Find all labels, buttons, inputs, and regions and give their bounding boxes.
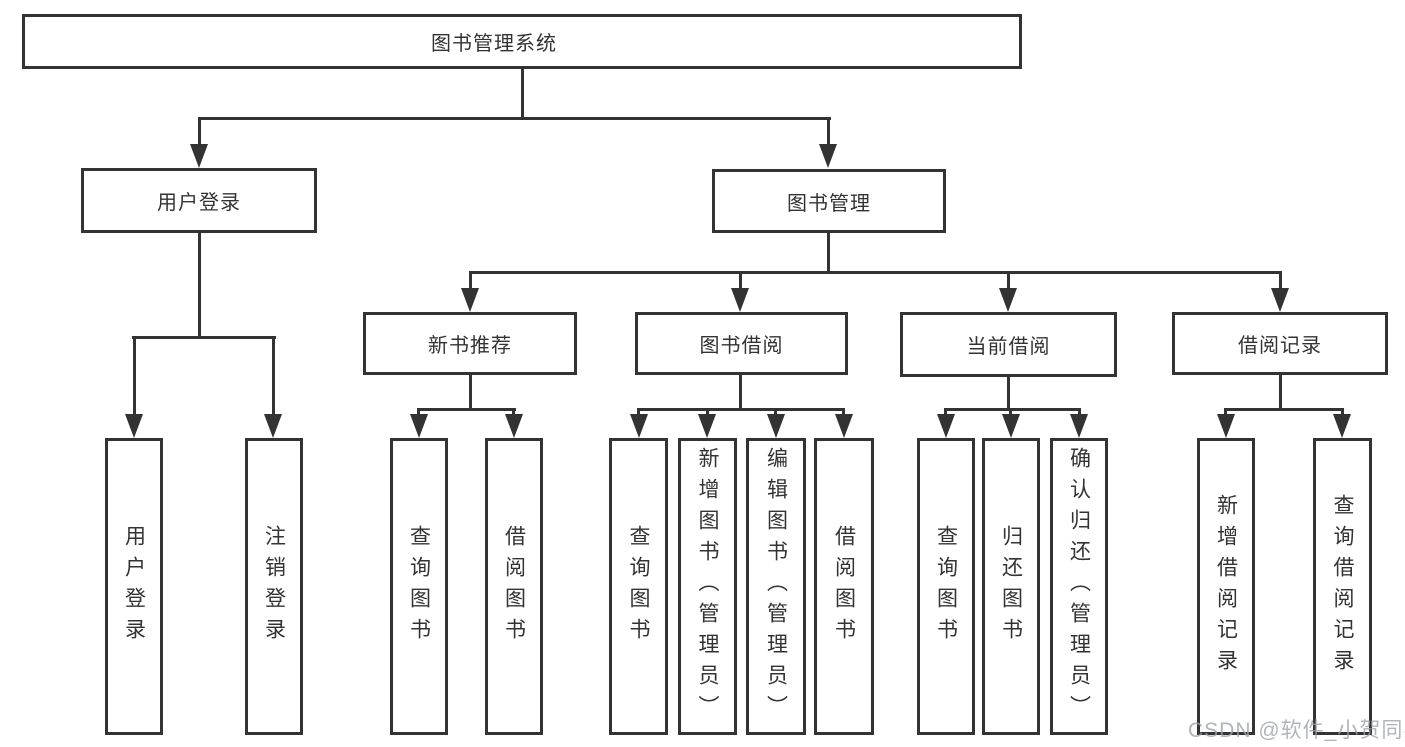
node-root-label: 图书管理系统 [431,33,557,55]
connector-line [1078,408,1081,418]
arrowhead-icon [937,414,955,438]
leaf-add-borrow-record: 新增借阅记录 [1197,438,1255,735]
connector-line [198,117,201,149]
leaf-user-login-label: 用户登录 [122,524,146,649]
connector-line [1009,408,1012,418]
node-book-management-label: 图书管理 [787,192,871,215]
connector-line [469,271,1282,274]
arrowhead-icon [461,288,479,312]
node-borrow-records-label: 借阅记录 [1238,335,1322,357]
leaf-query-books-2-label: 查询图书 [627,524,650,649]
arrowhead-icon [1002,414,1020,438]
connector-line [1007,271,1010,293]
node-user-login-label: 用户登录 [157,192,241,214]
leaf-query-books-3: 查询图书 [917,438,975,735]
leaf-query-books-1: 查询图书 [390,438,448,735]
arrowhead-icon [767,414,785,438]
node-book-borrow: 图书借阅 [635,312,848,375]
connector-line [944,408,947,418]
connector-line [827,233,830,271]
arrowhead-icon [410,414,428,438]
leaf-add-book-admin-label: 新增图书（管理员） [696,447,719,726]
leaf-borrow-books-1-label: 借阅图书 [502,524,526,649]
leaf-return-books: 归还图书 [982,438,1040,735]
connector-line [1279,375,1282,408]
arrowhead-icon [835,414,853,438]
node-book-borrow-label: 图书借阅 [699,335,784,357]
connector-line [637,408,844,411]
connector-line [739,271,742,293]
arrowhead-icon [125,414,143,438]
leaf-query-books-2: 查询图书 [609,438,668,735]
leaf-borrow-books-1: 借阅图书 [485,438,543,735]
node-root: 图书管理系统 [22,14,1022,69]
connector-line [1007,377,1010,408]
arrowhead-icon [731,288,749,312]
connector-line [1224,408,1344,411]
node-borrow-records: 借阅记录 [1172,312,1388,375]
connector-line [133,336,136,420]
leaf-confirm-return-admin: 确认归还（管理员） [1050,438,1108,735]
arrowhead-icon [698,414,716,438]
connector-line [739,375,742,408]
leaf-edit-book-admin: 编辑图书（管理员） [746,438,806,735]
leaf-return-books-label: 归还图书 [999,524,1023,649]
leaf-query-books-1-label: 查询图书 [407,524,431,649]
connector-line [944,408,1081,411]
connector-line [417,408,420,418]
leaf-logout-label: 注销登录 [262,524,286,649]
connector-line [842,408,845,418]
node-new-book-recommend: 新书推荐 [363,312,577,375]
arrowhead-icon [1070,414,1088,438]
connector-line [1224,408,1227,418]
connector-line [521,69,524,118]
connector-line [1341,408,1344,418]
connector-line [417,408,516,411]
leaf-borrow-books-2: 借阅图书 [814,438,874,735]
leaf-confirm-return-admin-label: 确认归还（管理员） [1067,447,1091,726]
leaf-borrow-books-2-label: 借阅图书 [832,524,856,649]
node-current-borrow: 当前借阅 [900,312,1117,377]
arrowhead-icon [819,144,837,168]
connector-line [512,408,515,418]
arrowhead-icon [1217,414,1235,438]
arrowhead-icon [190,144,208,168]
arrowhead-icon [630,414,648,438]
leaf-user-login: 用户登录 [105,438,163,735]
connector-line [469,271,472,293]
connector-line [706,408,709,418]
csdn-watermark: CSDN @软件_小贺同学 [1188,719,1405,742]
node-current-borrow-label: 当前借阅 [966,336,1051,358]
node-book-management: 图书管理 [712,169,946,233]
leaf-query-books-3-label: 查询图书 [934,524,958,649]
connector-line [469,375,472,408]
leaf-logout: 注销登录 [245,438,303,735]
arrowhead-icon [999,288,1017,312]
connector-line [827,117,830,149]
leaf-query-borrow-record: 查询借阅记录 [1313,438,1372,735]
connector-line [774,408,777,418]
leaf-add-book-admin: 新增图书（管理员） [678,438,737,735]
connector-line [198,117,831,120]
arrowhead-icon [264,414,282,438]
connector-line [637,408,640,418]
leaf-add-borrow-record-label: 新增借阅记录 [1214,493,1238,680]
node-new-book-recommend-label: 新书推荐 [428,335,512,357]
connector-line [272,336,275,420]
node-user-login: 用户登录 [81,168,317,233]
arrowhead-icon [505,414,523,438]
arrowhead-icon [1271,288,1289,312]
leaf-query-borrow-record-label: 查询借阅记录 [1331,493,1354,680]
connector-line [132,336,276,339]
leaf-edit-book-admin-label: 编辑图书（管理员） [764,447,788,726]
arrowhead-icon [1333,414,1351,438]
connector-line [1279,271,1282,293]
connector-line [198,233,201,336]
